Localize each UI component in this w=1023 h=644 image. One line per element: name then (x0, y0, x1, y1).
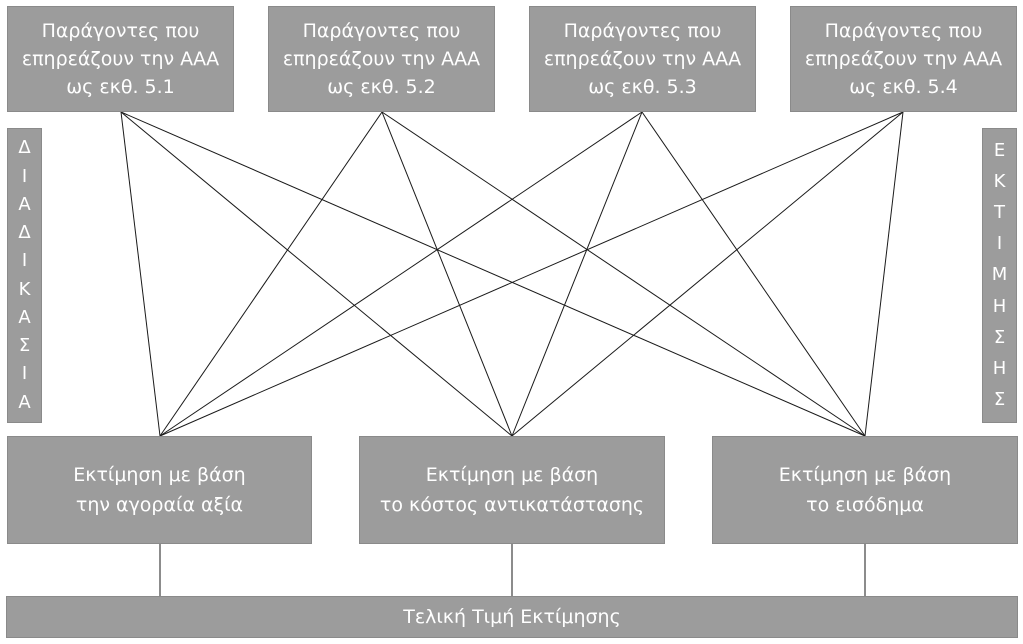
method-line: το κόστος αντικατάστασης (379, 494, 645, 516)
letter: Σ (993, 326, 1006, 348)
letter: Σ (993, 388, 1006, 410)
link-f1-m1 (120, 111, 161, 437)
factor-box-5-3: Παράγοντες που επηρεάζουν την ΑΑΑ ως εκθ… (529, 6, 756, 112)
letter: Μ (991, 264, 1008, 286)
method-line: Εκτίμηση με βάση (73, 464, 246, 486)
factor-box-5-2: Παράγοντες που επηρεάζουν την ΑΑΑ ως εκθ… (268, 6, 495, 112)
factor-line: επηρεάζουν την ΑΑΑ (543, 48, 742, 70)
link-f2-m3 (381, 111, 866, 437)
link-f2-m2 (381, 111, 513, 437)
left-vertical-label: Δ Ι Α Δ Ι Κ Α Σ Ι Α (7, 128, 42, 423)
factor-line: ως εκθ. 5.3 (588, 76, 697, 98)
method-box-market-value: Εκτίμηση με βάση την αγοραία αξία (7, 436, 312, 544)
letter: Α (18, 391, 31, 413)
letter: Ι (996, 233, 1003, 255)
letter: Α (18, 306, 31, 328)
factor-line: Παράγοντες που (41, 20, 200, 42)
factor-line: Παράγοντες που (302, 20, 461, 42)
factor-line: ως εκθ. 5.4 (849, 76, 958, 98)
method-line: Εκτίμηση με βάση (778, 464, 952, 486)
method-line: την αγοραία αξία (75, 494, 244, 516)
factor-line: ως εκθ. 5.1 (66, 76, 175, 98)
method-line: το εισόδημα (806, 494, 924, 516)
link-f4-m1 (159, 111, 904, 437)
factor-line: Παράγοντες που (824, 20, 983, 42)
link-f1-m3 (120, 111, 866, 437)
letter: Δ (18, 137, 31, 159)
factor-line: επηρεάζουν την ΑΑΑ (804, 48, 1003, 70)
link-f1-m2 (120, 111, 513, 437)
letter: Η (992, 295, 1007, 317)
factor-box-5-1: Παράγοντες που επηρεάζουν την ΑΑΑ ως εκθ… (7, 6, 234, 112)
factor-line: Παράγοντες που (563, 20, 722, 42)
method-box-income: Εκτίμηση με βάση το εισόδημα (712, 436, 1018, 544)
letter: Ι (21, 250, 28, 272)
letter: Κ (993, 171, 1006, 193)
link-f4-m3 (864, 111, 904, 437)
method-line: Εκτίμηση με βάση (425, 464, 599, 486)
letter: Ε (993, 140, 1006, 162)
link-f3-m1 (159, 111, 643, 437)
method-box-replacement-cost: Εκτίμηση με βάση το κόστος αντικατάσταση… (359, 436, 665, 544)
link-f3-m3 (641, 111, 866, 437)
final-value-box: Τελική Τιμή Εκτίμησης (6, 596, 1018, 638)
letter: Σ (18, 335, 31, 357)
letter: Δ (18, 222, 31, 244)
factor-line: ως εκθ. 5.2 (327, 76, 436, 98)
right-vertical-label: Ε Κ Τ Ι Μ Η Σ Η Σ (982, 128, 1017, 423)
letter: Τ (994, 202, 1005, 224)
letter: Η (992, 357, 1007, 379)
letter: Α (18, 193, 31, 215)
link-f3-m2 (511, 111, 643, 437)
link-f2-m1 (159, 111, 383, 437)
factor-line: επηρεάζουν την ΑΑΑ (21, 48, 220, 70)
letter: Κ (18, 278, 31, 300)
factor-box-5-4: Παράγοντες που επηρεάζουν την ΑΑΑ ως εκθ… (790, 6, 1017, 112)
factor-line: επηρεάζουν την ΑΑΑ (282, 48, 481, 70)
letter: Ι (21, 363, 28, 385)
letter: Ι (21, 165, 28, 187)
final-label: Τελική Τιμή Εκτίμησης (403, 606, 621, 628)
link-f4-m2 (511, 111, 904, 437)
